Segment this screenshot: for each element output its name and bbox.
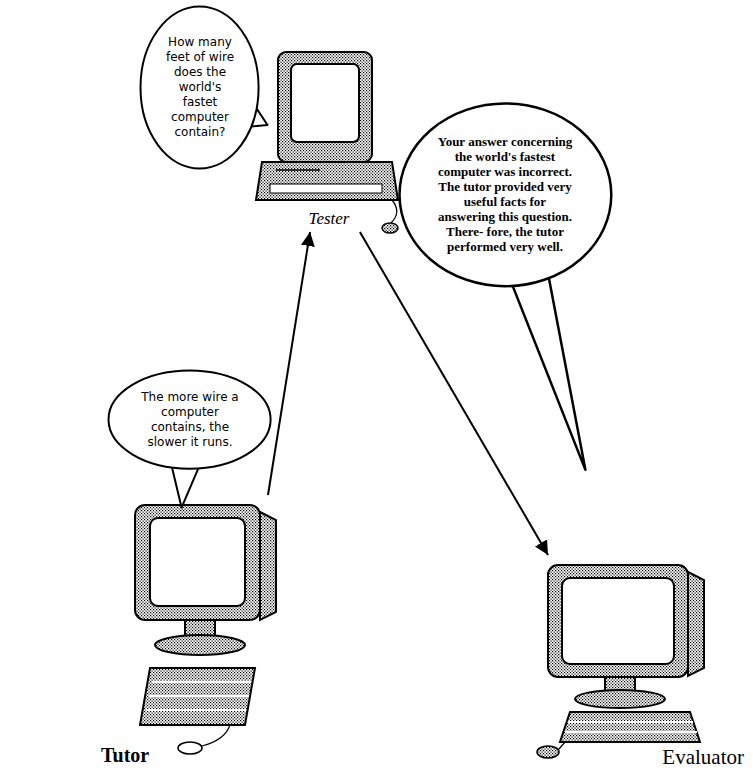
speech-bubble: How many feet of wire does the world's f… xyxy=(139,5,260,170)
monitor-screen xyxy=(150,518,245,606)
computer-name: Tester xyxy=(309,209,350,229)
keyboard-slot xyxy=(270,184,382,193)
keyboard xyxy=(560,712,700,742)
bubble-body xyxy=(109,371,271,469)
mouse xyxy=(382,223,398,233)
bubble-body xyxy=(141,7,259,169)
monitor-case xyxy=(548,565,688,677)
monitor-case xyxy=(135,505,260,620)
mouse-cord xyxy=(391,200,397,223)
monitor-screen xyxy=(562,578,674,664)
speech-text: The more wire a computer contains, the s… xyxy=(137,390,242,450)
computer-name: Tutor xyxy=(101,744,149,767)
monitor-side xyxy=(260,512,276,620)
disk-slot xyxy=(276,169,320,171)
mouse xyxy=(537,746,559,758)
speech-text: Your answer concerning the world's faste… xyxy=(435,135,575,255)
computer-station: Evaluator xyxy=(530,555,750,773)
mouse-cord xyxy=(558,742,565,750)
speech-bubble: Your answer concerning the world's faste… xyxy=(398,102,613,288)
flow-arrow xyxy=(268,232,310,495)
evaluator-computer xyxy=(537,565,704,758)
computer-name: Evaluator xyxy=(662,745,744,770)
monitor-screen xyxy=(291,64,359,142)
keyboard xyxy=(140,668,255,725)
keyboard-keys xyxy=(565,722,697,732)
speech-text: How many feet of wire does the world's f… xyxy=(163,35,237,140)
tutor-computer xyxy=(135,505,276,754)
mouse xyxy=(178,742,202,754)
mouse-cord xyxy=(202,725,230,746)
computer-station: Tester xyxy=(255,48,403,232)
computer-station: Tutor xyxy=(95,495,287,770)
computer-base xyxy=(256,162,398,200)
monitor-foot xyxy=(575,690,665,708)
keyboard-keys xyxy=(146,682,251,710)
bubble-tail xyxy=(507,265,585,470)
monitor-foot xyxy=(155,635,245,655)
monitor-case xyxy=(278,52,372,162)
speech-bubble: The more wire a computer contains, the s… xyxy=(107,369,272,470)
bubble-body xyxy=(399,104,611,287)
monitor-side xyxy=(688,572,704,676)
tester-computer xyxy=(256,52,398,233)
